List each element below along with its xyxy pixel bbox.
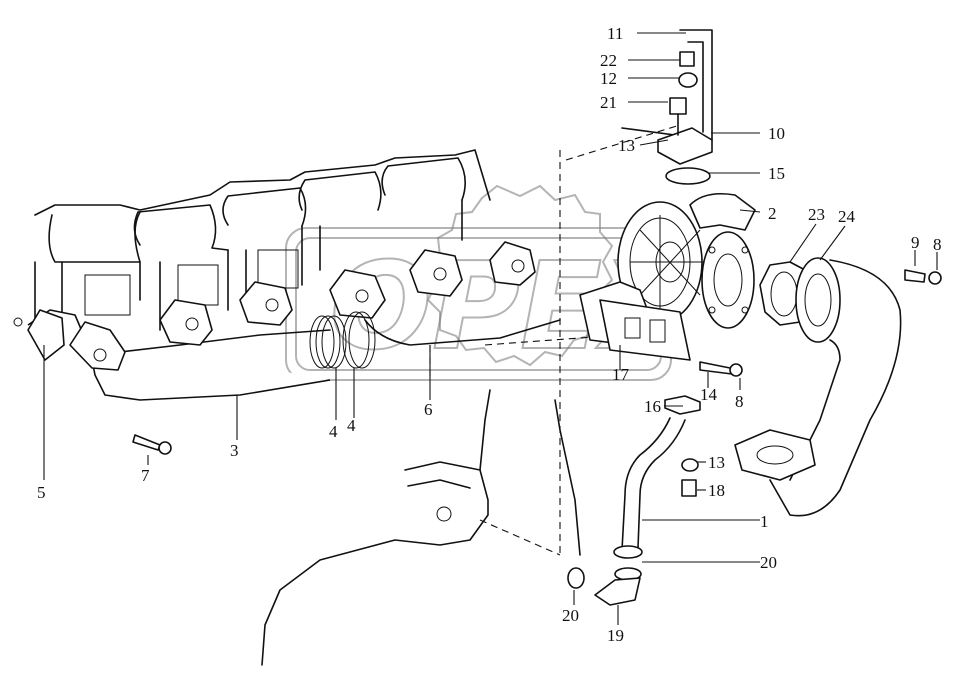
callout-17: 17 [612, 365, 630, 384]
callout-8b: 8 [735, 392, 744, 411]
callout-15: 15 [768, 164, 785, 183]
callout-10: 10 [768, 124, 785, 143]
oil-pipes [132, 29, 942, 606]
callout-13b: 13 [708, 453, 725, 472]
callout-14: 14 [700, 385, 718, 404]
callout-6: 6 [424, 400, 433, 419]
callout-3: 3 [230, 441, 239, 460]
callout-18: 18 [708, 481, 725, 500]
callout-11: 11 [607, 24, 623, 43]
sealing-rings [309, 311, 376, 369]
leader-lines [43, 32, 938, 625]
exhaust-manifold [13, 241, 561, 401]
callout-24: 24 [838, 207, 856, 226]
callout-13a: 13 [618, 136, 635, 155]
callout-23: 23 [808, 205, 825, 224]
callout-1: 1 [760, 512, 769, 531]
callout-12: 12 [600, 69, 617, 88]
callout-2: 2 [768, 204, 777, 223]
callout-5: 5 [37, 483, 46, 502]
turbocharger [579, 192, 756, 361]
callout-20a: 20 [562, 606, 579, 625]
callout-16: 16 [644, 397, 661, 416]
callout-22: 22 [600, 51, 617, 70]
callout-8a: 8 [933, 235, 942, 254]
callout-labels: 1 2 3 4 4 5 6 7 8 8 9 10 11 12 13 13 14 … [37, 24, 942, 645]
callout-4a: 4 [329, 422, 338, 441]
callout-20b: 20 [760, 553, 777, 572]
callout-4b: 4 [347, 416, 356, 435]
elbow-pipe [734, 257, 902, 517]
callout-19: 19 [607, 626, 624, 645]
callout-7: 7 [141, 466, 150, 485]
callout-21: 21 [600, 93, 617, 112]
callout-9: 9 [911, 233, 920, 252]
